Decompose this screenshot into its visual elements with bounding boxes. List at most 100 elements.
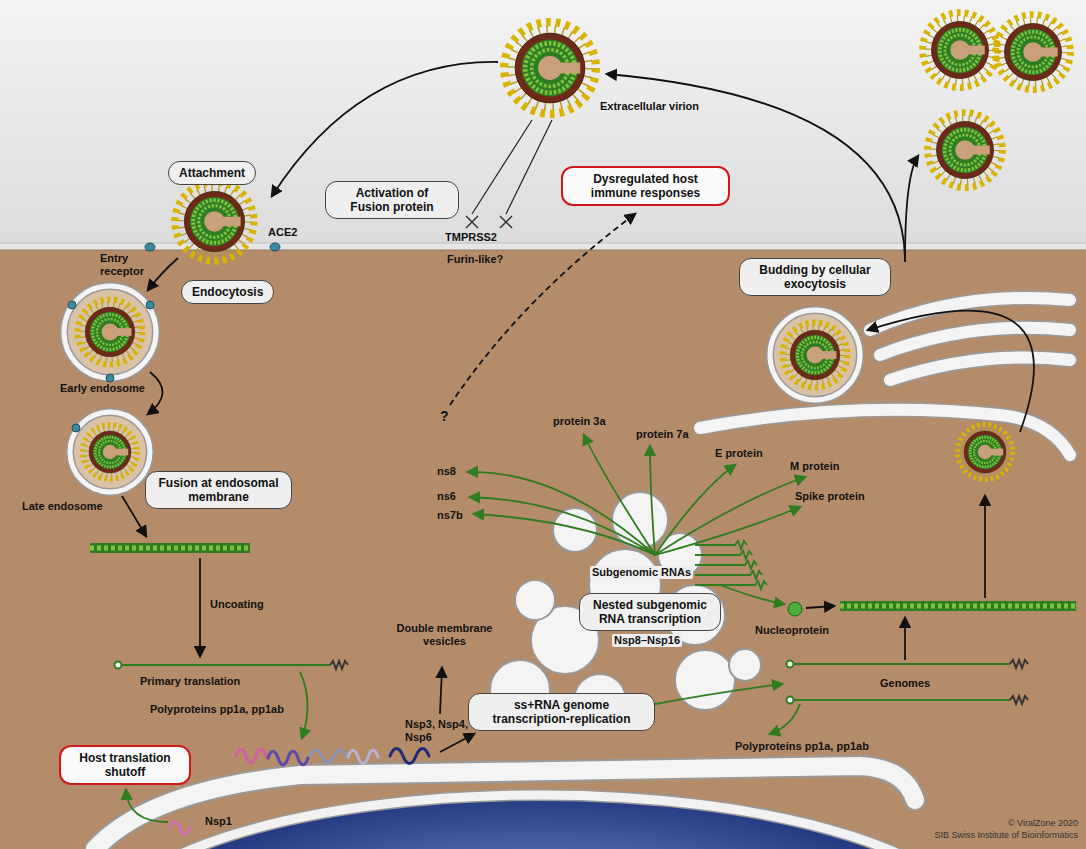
early-endosome xyxy=(64,286,156,378)
plasma-membrane-edge xyxy=(0,243,1086,244)
polyprotein xyxy=(310,750,346,762)
flow-arrow xyxy=(199,558,201,656)
rna-strand xyxy=(695,551,752,559)
translation-arrow xyxy=(655,477,805,555)
vesicle xyxy=(729,649,761,681)
poly-a-tail xyxy=(1010,696,1028,704)
vesicle xyxy=(675,650,735,710)
process-box: Budding by cellular exocytosis xyxy=(739,258,891,296)
flow-arrow xyxy=(148,258,178,290)
label-text: Uncoating xyxy=(210,598,264,611)
label-text: ACE2 xyxy=(268,226,297,239)
new-nucleocapsid xyxy=(840,601,1076,611)
nuclear-envelope xyxy=(100,795,980,849)
polyprotein xyxy=(236,749,266,763)
process-box: Endocytosis xyxy=(181,280,274,304)
process-box: Fusion at endosomal membrane xyxy=(145,471,292,509)
translation-arrow xyxy=(584,435,655,555)
golgi-cisterna xyxy=(890,358,1070,381)
endoplasmic-reticulum xyxy=(95,766,915,849)
node-text: Nested subgenomic RNA transcription xyxy=(590,598,710,626)
flow-arrow xyxy=(148,372,163,414)
endoplasmic-reticulum xyxy=(95,766,915,849)
virion xyxy=(504,22,596,114)
extracellular-space xyxy=(0,0,1086,246)
virion xyxy=(78,300,143,365)
flow-arrow xyxy=(905,156,918,262)
process-box: Activation of Fusion protein xyxy=(325,181,459,219)
late-endosome xyxy=(70,412,150,492)
node-text: Endocytosis xyxy=(192,285,263,299)
label-text: Primary translation xyxy=(140,675,240,688)
label-text: Entry receptor xyxy=(100,252,155,278)
label-text: Early endosome xyxy=(60,382,145,395)
polyproteins xyxy=(170,749,429,835)
receptor-dot xyxy=(68,301,76,309)
secretory-vesicle xyxy=(770,310,860,400)
polyprotein xyxy=(348,750,378,764)
label-text: ns7b xyxy=(437,509,463,522)
label-text: Nsp3, Nsp4, Nsp6 xyxy=(405,718,480,744)
receptor-dot xyxy=(72,424,80,432)
poly-a-tail xyxy=(330,661,348,669)
early-endosome xyxy=(64,286,156,378)
virion xyxy=(928,113,1003,188)
virion xyxy=(923,13,998,88)
label-text: Polyproteins pp1a, pp1ab xyxy=(150,703,284,716)
translation-arrow xyxy=(474,514,655,555)
flow-arrow xyxy=(440,668,442,714)
rna-strand xyxy=(118,664,330,666)
process-box: Attachment xyxy=(168,161,256,185)
process-box: ss+RNA genome transcription-replication xyxy=(468,693,655,731)
new-nucleocapsid xyxy=(840,604,1076,609)
polyprotein xyxy=(268,751,308,765)
translation-arrow xyxy=(650,446,655,555)
double-membrane-vesicles xyxy=(490,492,761,726)
rna-strand xyxy=(695,581,767,589)
label-text: Subgenomic RNAs xyxy=(590,566,693,579)
highlight-box: Dysregulated host immune responses xyxy=(561,166,730,206)
label-text: Spike protein xyxy=(795,490,865,503)
label-text: Nsp1 xyxy=(205,815,232,828)
label-text: TMPRSS2 xyxy=(445,231,497,244)
translation-arrow xyxy=(655,507,800,555)
node-text: Activation of Fusion protein xyxy=(336,186,448,214)
rna-cap xyxy=(787,697,794,704)
translation-arrow xyxy=(650,684,782,705)
plasma-membrane xyxy=(0,243,1086,250)
process-box: Nested subgenomic RNA transcription xyxy=(579,593,721,631)
golgi xyxy=(700,298,1070,455)
node-text: Host translation shutoff xyxy=(71,751,179,779)
label-text: Late endosome xyxy=(22,500,103,513)
receptor-dot xyxy=(270,243,280,251)
node-text: Budding by cellular exocytosis xyxy=(750,263,880,291)
translation-arrow xyxy=(300,672,308,738)
translation-arrow xyxy=(468,472,655,555)
vesicle xyxy=(553,508,597,552)
virion xyxy=(83,425,138,480)
translation-arrow xyxy=(770,704,800,734)
virion xyxy=(175,182,254,261)
flow-arrow xyxy=(806,606,834,608)
label-text: M protein xyxy=(790,460,840,473)
node-text: Attachment xyxy=(179,166,245,180)
nucleoprotein-sphere xyxy=(788,602,802,616)
label-text: Extracellular virion xyxy=(600,100,699,113)
rna-cap xyxy=(787,661,794,668)
highlight-box: Host translation shutoff xyxy=(59,745,191,785)
cleavage-line xyxy=(506,120,552,214)
label-text: Genomes xyxy=(880,677,930,690)
flow-arrow xyxy=(440,734,474,752)
receptor-dot xyxy=(145,243,155,251)
label-text: ? xyxy=(440,408,449,424)
flow-arrow xyxy=(122,496,146,536)
translation-arrow xyxy=(470,497,655,555)
poly-a-tail xyxy=(1010,660,1028,668)
label-text: Nucleoprotein xyxy=(755,624,829,637)
label-text: © ViralZone 2020 xyxy=(1008,818,1078,829)
plasma-membrane-edge xyxy=(0,250,1086,251)
flow-arrow xyxy=(984,496,986,598)
cleavage-line xyxy=(472,120,532,214)
